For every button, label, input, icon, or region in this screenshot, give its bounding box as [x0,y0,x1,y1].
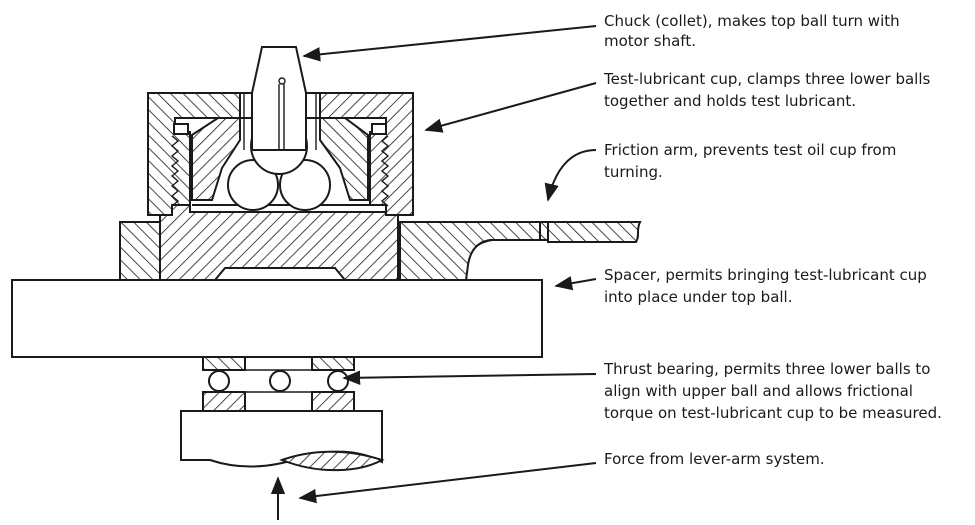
label-friction-arm-line1: Friction arm, prevents test oil cup from [604,141,896,159]
label-chuck-line1: Chuck (collet), makes top ball turn with [604,12,900,30]
label-thrust-bearing: Thrust bearing, permits three lower ball… [603,360,942,422]
label-force: Force from lever-arm system. [604,450,825,468]
cup-holder [159,204,399,281]
label-friction-arm-line2: turning. [604,163,663,181]
label-cup-line1: Test-lubricant cup, clamps three lower b… [603,70,930,88]
label-cup-line2: together and holds test lubricant. [604,92,856,110]
loading-shaft [180,410,385,472]
label-thrust-bearing-line1: Thrust bearing, permits three lower ball… [603,360,930,378]
label-thrust-bearing-line2: align with upper ball and allows frictio… [604,382,913,400]
label-spacer: Spacer, permits bringing test-lubricant … [604,266,927,306]
label-thrust-bearing-line3: torque on test-lubricant cup to be measu… [604,404,942,422]
chuck-collet [243,46,317,175]
label-force-line1: Force from lever-arm system. [604,450,825,468]
lower-balls [227,159,331,211]
friction-arm [399,221,642,281]
thrust-bearing [202,356,355,412]
label-chuck-line2: motor shaft. [604,32,696,50]
label-spacer-line1: Spacer, permits bringing test-lubricant … [604,266,927,284]
label-chuck: Chuck (collet), makes top ball turn with… [604,12,900,50]
label-cup: Test-lubricant cup, clamps three lower b… [603,70,930,110]
label-friction-arm: Friction arm, prevents test oil cup from… [604,141,896,181]
leader-lines [298,25,597,504]
spacer [11,279,543,358]
label-spacer-line2: into place under top ball. [604,288,793,306]
